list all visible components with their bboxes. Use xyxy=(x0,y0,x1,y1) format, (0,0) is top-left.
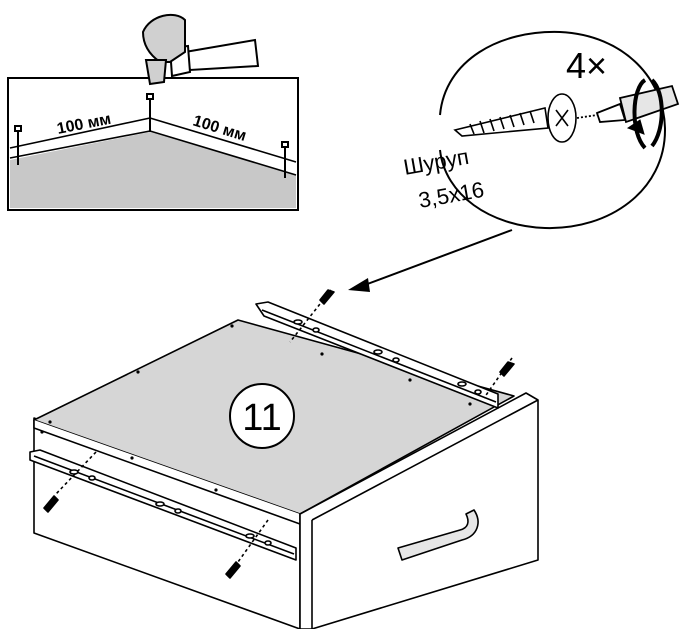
inset-floor xyxy=(10,132,296,208)
inset-left-wall-edge-lower xyxy=(9,130,151,159)
drawer-front-panel xyxy=(299,392,539,629)
drawer-handle xyxy=(397,509,479,561)
hammer-icon xyxy=(141,13,260,86)
inset-right-wall-edge xyxy=(149,117,297,163)
nailing-inset: 100 мм 100 мм xyxy=(7,13,299,211)
screw-quantity: 4× xyxy=(566,45,607,86)
step-number: 11 xyxy=(242,397,281,439)
inset-left-wall-edge xyxy=(9,117,151,149)
inset-right-wall-edge-lower xyxy=(149,130,297,176)
nail-icon xyxy=(281,141,289,178)
screw-icon xyxy=(43,289,515,579)
screw-icon xyxy=(453,93,577,143)
step-badge: 11 xyxy=(229,383,295,449)
drawer-assembly xyxy=(29,289,539,629)
pointer-arrow xyxy=(348,229,513,292)
nail-icon xyxy=(146,93,154,132)
rotate-clockwise-icon xyxy=(626,78,664,150)
nail-icon xyxy=(14,125,22,165)
screw-inset: 4× Шуруп 3,5x16 xyxy=(402,30,680,230)
